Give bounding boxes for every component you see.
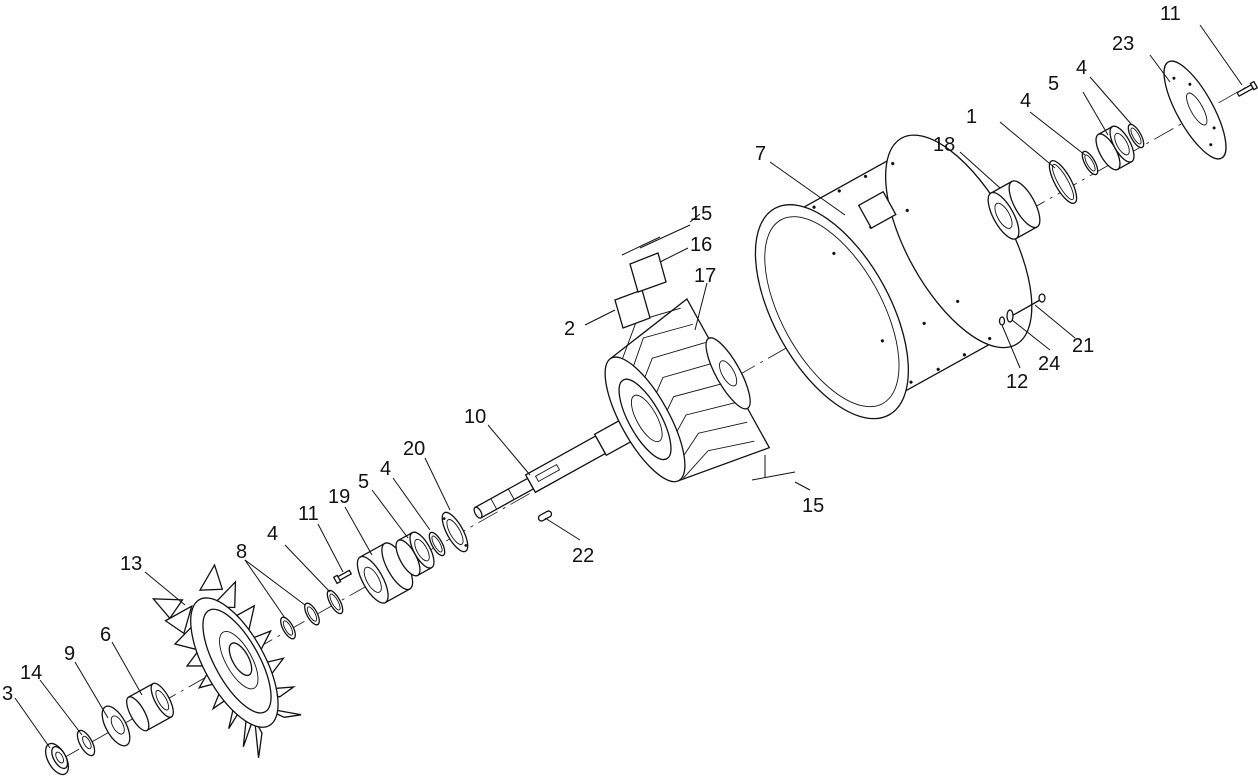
callout-17: 17 [694, 265, 716, 287]
callout-13: 13 [120, 553, 142, 575]
part-retaining-rings [280, 602, 320, 640]
dimension-marker-top [621, 224, 691, 256]
callout-4-right-2: 4 [1076, 57, 1087, 79]
part-screw-right [1236, 80, 1258, 97]
part-snap-ring-right-1 [1081, 150, 1099, 176]
part-bearing-housing [356, 542, 414, 604]
part-key [537, 510, 553, 522]
callout-5-right: 5 [1048, 73, 1059, 95]
callout-14: 14 [20, 662, 42, 684]
leader-lines [14, 24, 1243, 749]
part-nut [44, 742, 70, 776]
callout-4-right-1: 4 [1020, 90, 1031, 112]
callout-9: 9 [64, 643, 75, 665]
dimension-marker-bottom [751, 455, 796, 481]
callout-21: 21 [1072, 335, 1094, 357]
part-snap-ring-left [326, 589, 344, 615]
part-label-tag-2 [614, 289, 651, 329]
part-screw-left [332, 569, 353, 585]
callout-15-top: 15 [690, 203, 712, 225]
part-seal-housing [987, 180, 1041, 240]
callout-19: 19 [328, 486, 350, 508]
callout-1: 1 [966, 106, 977, 128]
callout-20: 20 [403, 438, 425, 460]
callout-15-bottom: 15 [802, 495, 824, 517]
part-impeller [604, 298, 771, 483]
callout-3: 3 [2, 683, 13, 705]
callout-10: 10 [464, 406, 486, 428]
callout-2: 2 [564, 318, 575, 340]
part-spacer-plate [101, 705, 131, 747]
callout-12: 12 [1006, 371, 1028, 393]
part-snap-ring-center [428, 531, 446, 557]
callout-4-left: 4 [267, 523, 278, 545]
part-washer [76, 729, 96, 757]
part-nut-small [998, 316, 1006, 326]
part-shaft [473, 413, 645, 519]
callout-18: 18 [933, 134, 955, 156]
part-o-ring [1048, 160, 1078, 204]
callout-7: 7 [755, 143, 766, 165]
callout-4-center: 4 [380, 458, 391, 480]
callout-23: 23 [1112, 33, 1134, 55]
callout-5-left: 5 [358, 471, 369, 493]
callout-8: 8 [236, 541, 247, 563]
part-bearing-left [395, 531, 435, 577]
part-cooling-fan [151, 563, 302, 758]
callout-labels: 1 2 3 4 4 4 4 5 5 6 7 8 9 10 11 11 12 13… [2, 3, 1181, 705]
part-label-tag-16 [629, 252, 667, 293]
part-housing-shroud [754, 134, 1033, 420]
callout-16: 16 [690, 234, 712, 256]
part-end-cover [1163, 60, 1227, 160]
callout-11-left: 11 [298, 503, 319, 525]
callout-6: 6 [100, 624, 111, 646]
part-retaining-plate [441, 511, 469, 553]
callout-24: 24 [1038, 353, 1060, 375]
part-snap-ring-right-2 [1127, 123, 1145, 149]
part-lock-washer [1006, 309, 1014, 323]
part-sleeve [126, 682, 174, 732]
callout-11-right: 11 [1160, 3, 1181, 25]
callout-22: 22 [572, 545, 594, 567]
part-bearing-right [1095, 125, 1135, 171]
